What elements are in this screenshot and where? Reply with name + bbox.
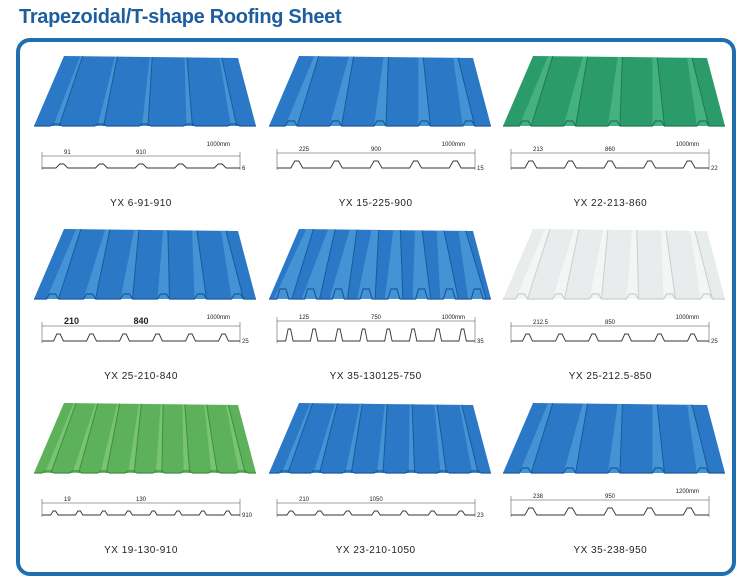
roofing-sheet-image <box>503 229 726 300</box>
product-model-label: YX 22-213-860 <box>573 198 648 209</box>
dimension-label: 910 <box>242 513 253 519</box>
roofing-sheet-illustration: 1000mm 91 910 6 <box>34 56 256 172</box>
roofing-sheet-image <box>268 402 491 474</box>
dimension-label: 22 <box>711 166 718 172</box>
product-card: 19 130 910 YX 19-130-910 <box>24 395 259 568</box>
cross-section-diagram: 19 130 910 <box>41 497 253 519</box>
length-label: 1000mm <box>207 142 230 148</box>
cross-section-diagram: 238 950 <box>511 494 710 517</box>
roofing-sheet-image <box>503 56 726 127</box>
dimension-label: 125 <box>299 315 310 321</box>
length-label: 1000mm <box>441 142 464 148</box>
dimension-label: 91 <box>64 150 71 156</box>
cross-section-diagram: 210 840 25 <box>41 316 249 345</box>
length-label: 1000mm <box>676 315 699 321</box>
roofing-sheet-image <box>268 56 491 127</box>
product-model-label: YX 25-210-840 <box>104 371 178 383</box>
dimension-label: 850 <box>605 320 616 326</box>
product-card: 210 1050 23 YX 23-210-1050 <box>259 395 494 568</box>
length-label: 1200mm <box>676 489 699 495</box>
product-model-label: YX 15-225-900 <box>338 198 413 209</box>
product-model-label: YX 25-212.5-850 <box>568 371 652 383</box>
product-card: 1200mm 238 950 YX 35-238-950 <box>493 395 728 568</box>
roofing-sheet-illustration: 1000mm 213 860 22 <box>503 56 726 172</box>
dimension-label: 130 <box>136 497 147 503</box>
roofing-sheet-illustration: 1200mm 238 950 <box>503 402 726 517</box>
dimension-label: 860 <box>605 147 616 153</box>
dimension-label: 950 <box>605 494 616 500</box>
roofing-sheet-illustration: 1000mm 225 900 15 <box>268 56 491 172</box>
product-card: 1000mm 213 860 22 YX 22-213-860 <box>493 48 728 221</box>
dimension-label: 750 <box>371 315 382 321</box>
dimension-label: 23 <box>477 513 484 519</box>
cross-section-diagram: 212.5 850 25 <box>511 320 719 345</box>
dimension-label: 210 <box>299 497 310 503</box>
roofing-sheet-illustration: 1000mm 125 750 35 <box>268 229 491 345</box>
dimension-label: 225 <box>299 147 310 153</box>
product-model-label: YX 35-238-950 <box>573 544 648 556</box>
dimension-label: 238 <box>533 494 544 500</box>
page-title: Trapezoidal/T-shape Roofing Sheet <box>19 6 342 28</box>
roofing-sheet-illustration: 210 1050 23 <box>268 402 491 519</box>
length-label: 1000mm <box>207 315 230 321</box>
dimension-label: 210 <box>64 316 79 326</box>
length-label: 1000mm <box>676 142 699 148</box>
dimension-label: 900 <box>371 147 382 153</box>
product-card: 1000mm 212.5 850 25 YX 25-212.5-850 <box>493 221 728 394</box>
dimension-label: 15 <box>477 166 484 172</box>
roofing-sheet-image <box>34 402 256 474</box>
product-model-label: YX 23-210-1050 <box>335 544 416 556</box>
product-card: 1000mm 91 910 6 YX 6-91-910 <box>24 48 259 221</box>
roofing-sheet-illustration: 1000mm 212.5 850 25 <box>503 229 726 345</box>
roofing-sheet-illustration: 19 130 910 <box>34 402 256 519</box>
dimension-label: 35 <box>477 339 484 345</box>
product-model-label: YX 35-130125-750 <box>329 371 422 383</box>
dimension-label: 1050 <box>369 497 383 503</box>
length-label: 1000mm <box>441 315 464 321</box>
dimension-label: 6 <box>242 166 246 172</box>
cross-section-diagram: 125 750 35 <box>276 315 484 345</box>
roofing-sheet-image <box>34 229 256 300</box>
dimension-label: 212.5 <box>533 320 549 326</box>
dimension-label: 25 <box>711 339 718 345</box>
dimension-label: 213 <box>533 147 544 153</box>
product-card: 1000mm 225 900 15 YX 15-225-900 <box>259 48 494 221</box>
roofing-sheet-image <box>268 229 491 300</box>
cross-section-diagram: 225 900 15 <box>276 147 484 172</box>
roofing-sheet-image <box>503 402 726 474</box>
dimension-label: 910 <box>136 150 147 156</box>
cross-section-diagram: 91 910 6 <box>41 150 246 172</box>
cross-section-diagram: 210 1050 23 <box>276 497 484 519</box>
roofing-sheet-illustration: 1000mm 210 840 25 <box>34 229 256 345</box>
dimension-label: 19 <box>64 497 71 503</box>
product-model-label: YX 6-91-910 <box>110 198 172 209</box>
dimension-label: 840 <box>133 316 148 326</box>
product-card: 1000mm 125 750 35 YX 35-130125-750 <box>259 221 494 394</box>
dimension-label: 25 <box>242 339 249 345</box>
roofing-sheet-image <box>34 56 256 127</box>
product-model-label: YX 19-130-910 <box>104 544 178 556</box>
cross-section-diagram: 213 860 22 <box>511 147 719 172</box>
product-card: 1000mm 210 840 25 YX 25-210-840 <box>24 221 259 394</box>
